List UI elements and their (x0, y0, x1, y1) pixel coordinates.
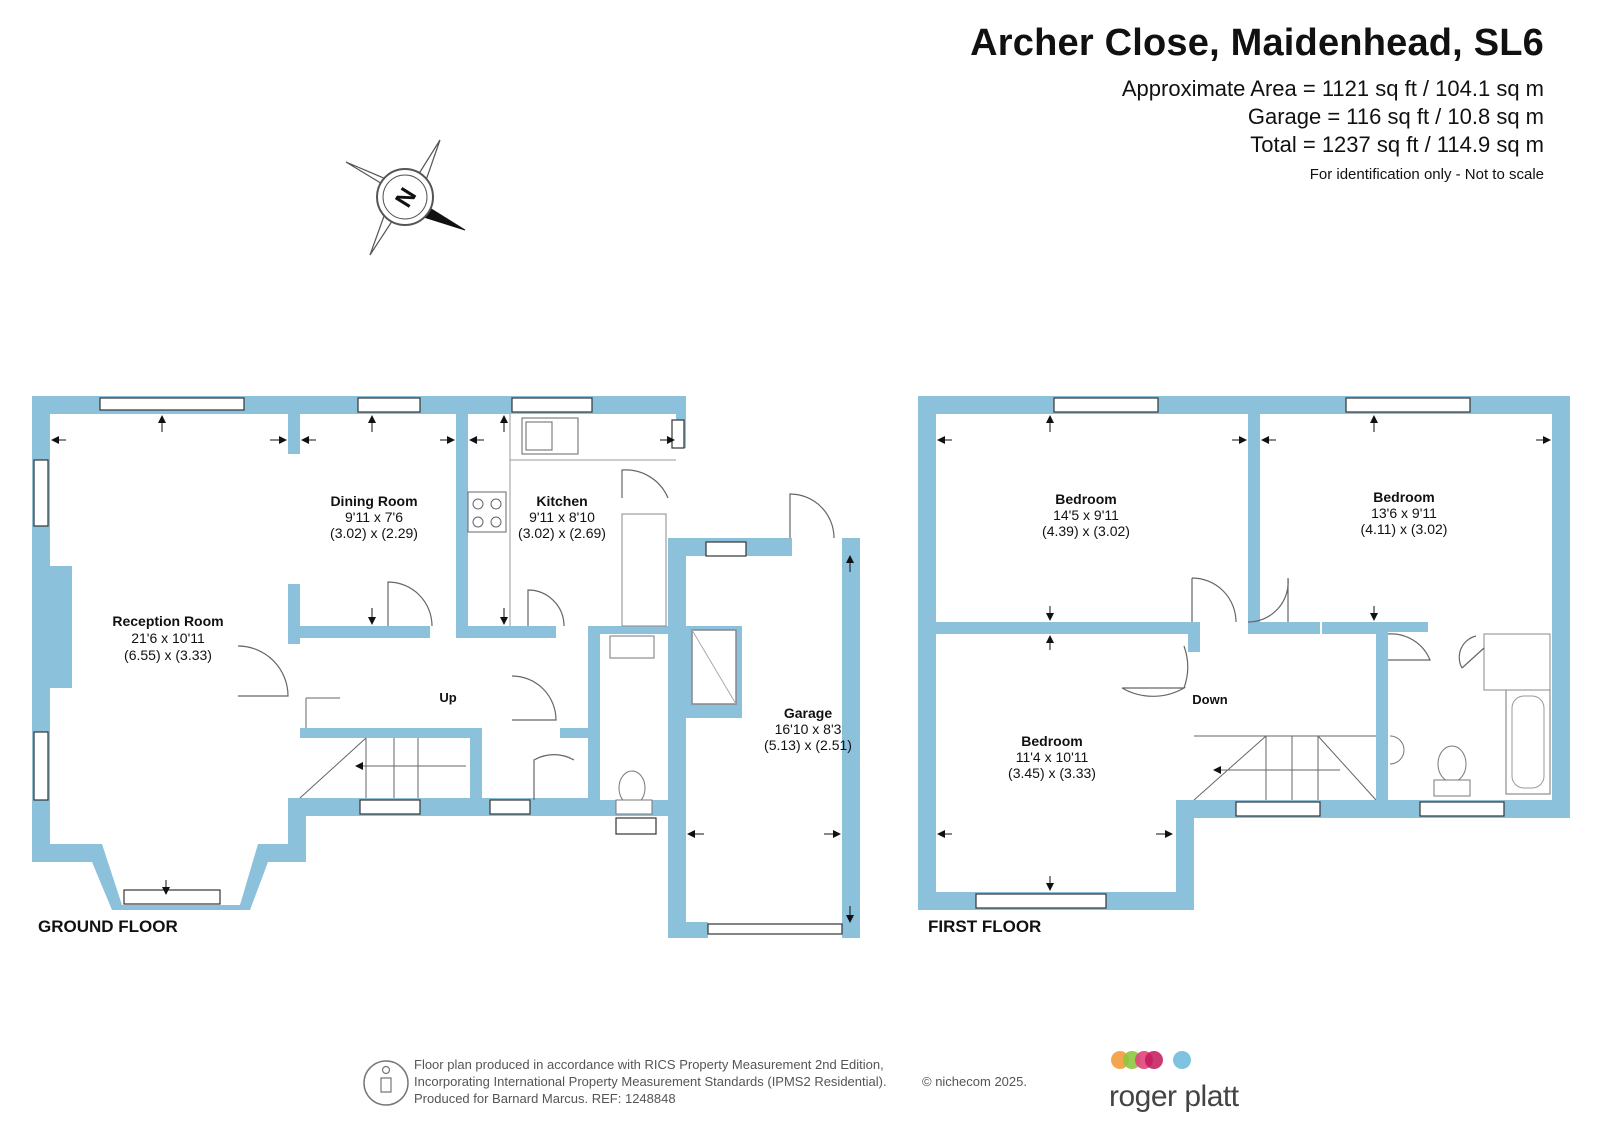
svg-text:Bedroom: Bedroom (1373, 489, 1434, 505)
room-label-garage: Garage 16'10 x 8'3 (5.13) x (2.51) (764, 705, 852, 753)
svg-text:(3.45) x (3.33): (3.45) x (3.33) (1008, 765, 1096, 781)
first-floor-label: FIRST FLOOR (928, 917, 1041, 936)
ground-floor-label: GROUND FLOOR (38, 917, 178, 936)
svg-text:21'6 x 10'11: 21'6 x 10'11 (131, 630, 205, 646)
bathroom-fittings (1389, 633, 1551, 797)
brand-name: roger platt (1109, 1080, 1239, 1113)
first-floor-doors (1121, 577, 1485, 697)
first-floor-walls (918, 396, 1570, 910)
total-area: Total = 1237 sq ft / 114.9 sq m (1250, 132, 1544, 157)
person-icon (363, 1060, 409, 1106)
svg-text:(3.02) x (2.29): (3.02) x (2.29) (330, 525, 418, 541)
garage-area: Garage = 116 sq ft / 10.8 sq m (1247, 104, 1544, 129)
footer-line-3: Produced for Barnard Marcus. REF: 124884… (414, 1091, 676, 1106)
svg-text:(5.13) x (2.51): (5.13) x (2.51) (764, 737, 852, 753)
stairs-up-label: Up (439, 690, 456, 705)
svg-text:(3.02) x (2.69): (3.02) x (2.69) (518, 525, 606, 541)
room-label-reception: Reception Room 21'6 x 10'11 (6.55) x (3.… (112, 613, 223, 663)
svg-text:Garage: Garage (784, 705, 832, 721)
room-label-bedroom-2: Bedroom 13'6 x 9'11 (4.11) x (3.02) (1361, 489, 1448, 537)
ground-floor-doors (237, 469, 835, 800)
svg-text:Reception Room: Reception Room (112, 613, 223, 629)
room-label-kitchen: Kitchen 9'11 x 8'10 (3.02) x (2.69) (518, 493, 606, 541)
brand-logo-dots (1111, 1051, 1191, 1069)
dimension-arrows (51, 415, 1551, 923)
svg-text:13'6 x 9'11: 13'6 x 9'11 (1371, 505, 1437, 521)
approximate-area: Approximate Area = 1121 sq ft / 104.1 sq… (1121, 76, 1544, 101)
compass-icon: N (345, 139, 466, 256)
svg-text:Kitchen: Kitchen (536, 493, 587, 509)
svg-text:Bedroom: Bedroom (1021, 733, 1082, 749)
svg-text:Bedroom: Bedroom (1055, 491, 1116, 507)
copyright-text: © nichecom 2025. (922, 1074, 1027, 1089)
property-title: Archer Close, Maidenhead, SL6 (970, 22, 1544, 64)
svg-text:(6.55) x (3.33): (6.55) x (3.33) (124, 647, 212, 663)
svg-text:(4.39) x (3.02): (4.39) x (3.02) (1042, 523, 1130, 539)
footer-line-1: Floor plan produced in accordance with R… (414, 1057, 884, 1072)
ground-floor-stairs (299, 697, 466, 799)
kitchen-fittings (467, 414, 676, 627)
room-label-bedroom-3: Bedroom 11'4 x 10'11 (3.45) x (3.33) (1008, 733, 1096, 781)
svg-text:Dining Room: Dining Room (330, 493, 417, 509)
first-floor-stairs (1193, 735, 1377, 801)
wc-fittings (609, 635, 655, 815)
stairs-down-label: Down (1192, 692, 1227, 707)
svg-text:9'11 x 7'6: 9'11 x 7'6 (345, 509, 403, 525)
svg-text:(4.11) x (3.02): (4.11) x (3.02) (1361, 521, 1448, 537)
svg-text:16'10 x 8'3: 16'10 x 8'3 (775, 721, 842, 737)
ground-floor-windows (33, 397, 843, 935)
footer-line-2: Incorporating International Property Mea… (414, 1074, 887, 1089)
svg-text:11'4 x 10'11: 11'4 x 10'11 (1016, 749, 1089, 765)
room-label-bedroom-1: Bedroom 14'5 x 9'11 (4.39) x (3.02) (1042, 491, 1130, 539)
svg-text:9'11 x 8'10: 9'11 x 8'10 (529, 509, 595, 525)
disclaimer-note: For identification only - Not to scale (1309, 166, 1544, 183)
svg-text:14'5 x 9'11: 14'5 x 9'11 (1053, 507, 1119, 523)
first-floor-windows (975, 397, 1505, 909)
footer-text: Floor plan produced in accordance with R… (414, 1056, 887, 1107)
room-label-dining: Dining Room 9'11 x 7'6 (3.02) x (2.29) (330, 493, 418, 541)
